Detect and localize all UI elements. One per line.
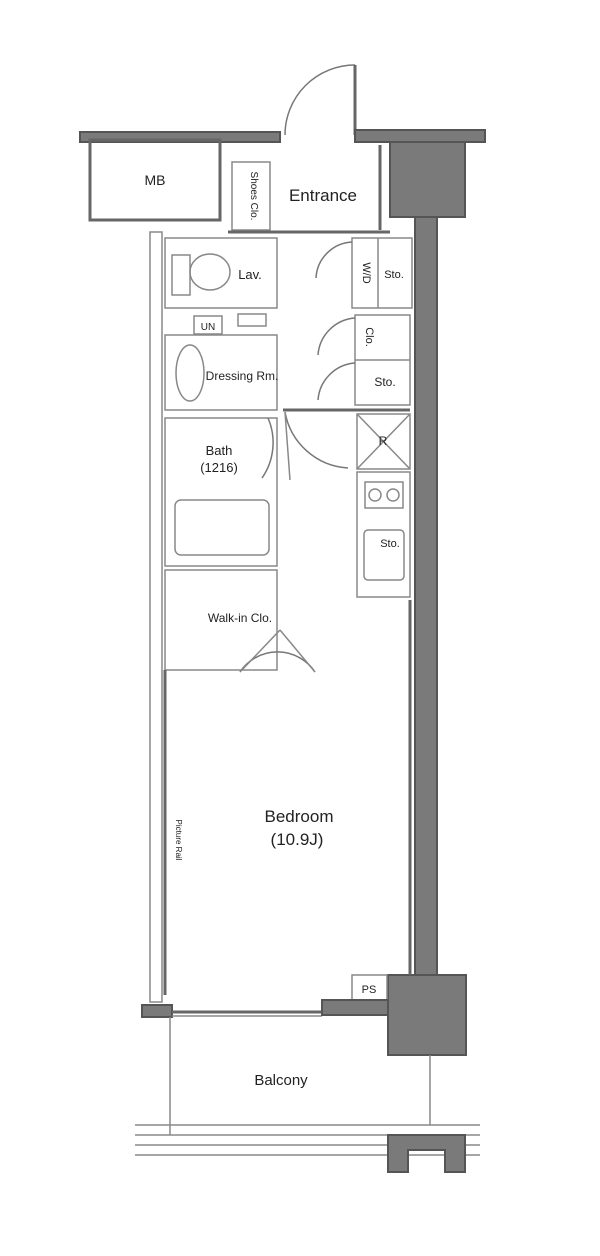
label-sto-kitchen: Sto. — [380, 538, 400, 550]
label-wd: W/D — [360, 262, 372, 283]
lav-counter — [171, 254, 191, 296]
dressing-room — [164, 334, 278, 411]
right-exterior-wall — [414, 216, 438, 978]
top-wall-left — [79, 131, 281, 143]
top-wall-right — [354, 129, 486, 143]
bath-room — [164, 417, 278, 567]
wd-area — [351, 237, 413, 309]
label-clo: Clo. — [363, 327, 375, 347]
refrigerator-space — [356, 413, 411, 470]
cooktop — [364, 481, 404, 509]
burner-right — [386, 488, 400, 502]
entrance-door-swing — [284, 64, 356, 136]
wd-door-swing — [315, 241, 353, 279]
label-sto-upper: Sto. — [384, 269, 404, 281]
label-mb: MB — [145, 172, 166, 188]
wash-basin — [175, 344, 205, 402]
vanity-sink — [237, 313, 267, 327]
shoes-closet-box — [231, 161, 271, 231]
column-bottom-right — [387, 974, 467, 1056]
column-top-right — [389, 141, 466, 218]
bathtub — [174, 499, 270, 556]
label-balcony: Balcony — [254, 1072, 308, 1089]
label-dressing-rm: Dressing Rm. — [206, 369, 279, 383]
balcony-column — [387, 1134, 466, 1173]
label-shoes-clo: Shoes Clo. — [248, 172, 259, 221]
walkin-door-leaf-2 — [279, 629, 316, 673]
un-box — [193, 315, 223, 335]
closet-door-swing-1 — [317, 317, 356, 356]
label-bedroom-size: (10.9J) — [271, 830, 324, 849]
label-ps: PS — [362, 984, 377, 996]
hallway-door-leaf — [284, 411, 291, 481]
walkin-door-leaf-1 — [239, 629, 281, 673]
label-bedroom: Bedroom — [265, 807, 334, 826]
walkin-closet — [164, 569, 278, 671]
hallway-door-swing — [284, 411, 349, 469]
label-picture-rail: Picture Rail — [174, 820, 183, 861]
label-entrance: Entrance — [289, 186, 357, 205]
label-r: R — [379, 434, 388, 448]
toilet-fixture — [189, 253, 231, 291]
bath-door-swing — [261, 417, 274, 479]
label-walkin: Walk-in Clo. — [208, 611, 272, 625]
label-bath-size: (1216) — [200, 460, 238, 475]
label-un: UN — [201, 322, 215, 333]
closet-door-swing-2 — [317, 362, 356, 401]
fridge-diag-2 — [356, 413, 411, 470]
label-bath: Bath — [206, 443, 233, 458]
label-lav: Lav. — [238, 267, 262, 282]
burner-left — [368, 488, 382, 502]
balcony-wall-right — [321, 999, 389, 1016]
left-exterior-wall — [149, 231, 163, 1003]
mb-box — [88, 138, 222, 222]
lavatory-room — [164, 237, 278, 309]
kitchen-sink — [363, 529, 405, 581]
kitchen-counter — [356, 471, 411, 598]
label-sto-mid: Sto. — [374, 375, 395, 389]
balcony-wall-left — [141, 1004, 173, 1018]
